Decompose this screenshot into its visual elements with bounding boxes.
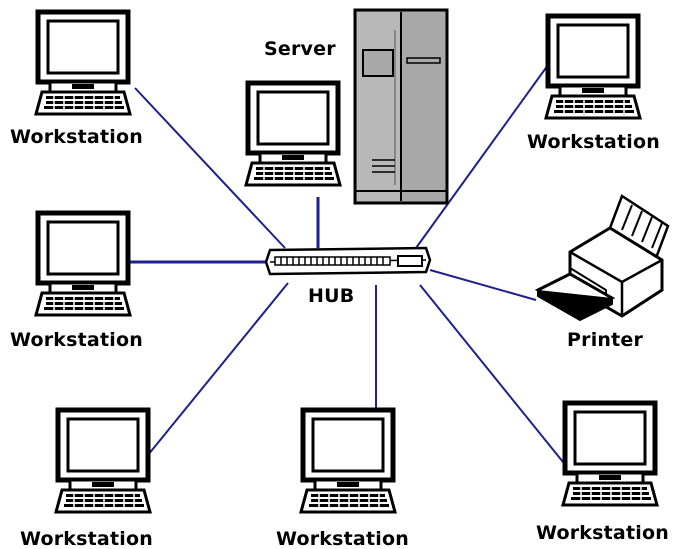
workstation-bottom-center-icon xyxy=(301,410,395,512)
link-workstation-top-right xyxy=(415,64,549,249)
workstation-label-top-left: Workstation xyxy=(10,126,143,148)
workstation-label-top-right: Workstation xyxy=(527,131,660,153)
link-printer xyxy=(429,269,537,301)
workstation-bottom-right-icon xyxy=(563,403,657,505)
link-workstation-bottom-left xyxy=(147,282,289,456)
printer-label: Printer xyxy=(567,329,644,351)
server-icon xyxy=(353,8,449,205)
workstation-top-left-icon xyxy=(36,12,130,114)
link-workstation-top-left xyxy=(134,87,286,249)
workstation-middle-left-icon xyxy=(36,213,130,315)
link-workstation-bottom-right xyxy=(419,284,564,463)
workstation-top-right-icon xyxy=(546,16,640,118)
server-label: Server xyxy=(264,38,336,60)
network-links xyxy=(130,64,564,463)
workstation-label-bottom-right: Workstation xyxy=(536,522,669,544)
hub-icon xyxy=(264,246,432,276)
workstation-bottom-left-icon xyxy=(56,410,150,512)
hub-label: HUB xyxy=(308,285,355,307)
workstation-label-bottom-center: Workstation xyxy=(276,528,409,549)
workstation-label-middle-left: Workstation xyxy=(10,329,143,351)
workstation-label-bottom-left: Workstation xyxy=(20,528,153,549)
workstation-center-icon xyxy=(246,83,340,185)
printer-icon xyxy=(534,194,670,322)
